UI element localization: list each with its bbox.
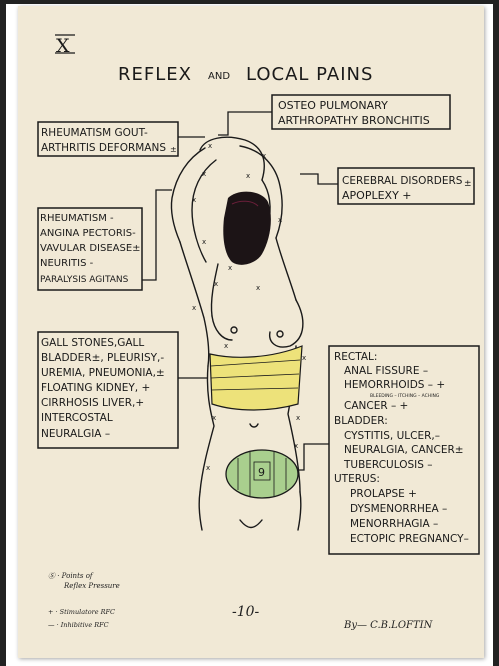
label-heart-3: VAVULAR DISEASE±: [40, 243, 141, 254]
label-rheum-sign: ±: [170, 145, 177, 154]
label-gall-6: INTERCOSTAL: [41, 412, 113, 424]
label-rectal-3: CANCER – +: [344, 400, 408, 412]
label-bladder-3: TUBERCULOSIS –: [343, 459, 432, 471]
label-uterus-head: UTERUS:: [334, 473, 380, 485]
svg-text:x: x: [246, 172, 250, 180]
author-signature: By— C.B.LOFTIN: [343, 620, 434, 631]
legend-points-2: Reflex Pressure: [63, 582, 120, 590]
leader-osteo: [218, 112, 272, 135]
label-cerebral-sign: ±: [464, 179, 472, 189]
title-reflex: REFLEX: [118, 64, 192, 85]
svg-text:x: x: [208, 142, 212, 150]
legend-plus: + · Stimulatore RFC: [48, 608, 115, 616]
leader-cerebral: [300, 174, 338, 184]
label-gall-1: GALL STONES,GALL: [41, 337, 144, 349]
right-nipple: [277, 331, 283, 337]
legend-minus: — · Inhibitive RFC: [48, 621, 109, 629]
left-breast: [212, 316, 232, 340]
zone-number: 9: [258, 466, 265, 479]
label-cerebral-2: APOPLEXY +: [342, 189, 412, 202]
reflex-point-marks: x x x x x x x x x x x x x x x x x: [192, 142, 306, 472]
label-bladder-head: BLADDER:: [334, 415, 388, 427]
label-rectal-2: HEMORRHOIDS – +: [344, 379, 445, 391]
groin-curve: [240, 520, 262, 528]
neck-left: [211, 264, 218, 316]
label-uterus-2: DYSMENORRHEA –: [350, 503, 447, 515]
label-gall-7: NEURALGIA –: [41, 428, 110, 440]
yellow-zone: [210, 346, 302, 410]
page-number: -10-: [232, 604, 260, 620]
leader-heart: [142, 190, 172, 280]
label-bladder-2: NEURALGIA, CANCER±: [344, 444, 464, 456]
right-breast: [270, 300, 303, 347]
legend-points: Ⓢ · Points of: [48, 572, 94, 580]
title-local-pains: LOCAL PAINS: [246, 64, 373, 85]
svg-text:x: x: [294, 442, 298, 450]
label-heart-2: ANGINA PECTORIS-: [40, 228, 136, 239]
svg-text:x: x: [278, 216, 282, 224]
roman-numeral: X: [56, 35, 70, 57]
label-rectal-note: BLEEDING – ITCHING – ACHING: [370, 393, 440, 399]
label-cerebral-1: CEREBRAL DISORDERS: [342, 175, 463, 187]
label-bladder-1: CYSTITIS, ULCER,–: [344, 430, 440, 442]
label-heart-1: RHEUMATISM -: [40, 213, 114, 224]
svg-text:x: x: [224, 342, 228, 350]
left-arm-outer: [171, 148, 205, 242]
svg-text:x: x: [212, 414, 216, 422]
svg-text:x: x: [214, 280, 218, 288]
svg-text:x: x: [256, 284, 260, 292]
label-gall-2: BLADDER±, PLEURISY,-: [41, 352, 164, 364]
left-thigh: [199, 492, 202, 530]
label-heart-4: NEURITIS -: [40, 258, 94, 269]
label-rectal-1: ANAL FISSURE –: [344, 365, 428, 377]
label-rheum-1: RHEUMATISM GOUT-: [41, 127, 148, 139]
head-silhouette: [223, 192, 271, 265]
svg-text:x: x: [202, 170, 206, 178]
svg-text:x: x: [228, 264, 232, 272]
label-osteo-2: ARTHROPATHY BRONCHITIS: [278, 114, 430, 127]
label-uterus-4: ECTOPIC PREGNANCY–: [350, 533, 469, 545]
left-nipple: [231, 327, 237, 333]
navel: [250, 424, 258, 427]
svg-text:x: x: [202, 238, 206, 246]
label-gall-4: FLOATING KIDNEY, +: [41, 382, 150, 394]
label-gall-5: CIRRHOSIS LIVER,+: [41, 397, 144, 409]
label-gall-3: UREMIA, PNEUMONIA,±: [41, 367, 165, 379]
label-heart-5: PARALYSIS AGITANS: [40, 275, 129, 285]
label-osteo-1: OSTEO PULMONARY: [278, 99, 388, 112]
label-rheum-2: ARTHRITIS DEFORMANS: [41, 142, 166, 154]
svg-text:x: x: [206, 464, 210, 472]
svg-text:x: x: [302, 354, 306, 362]
svg-text:x: x: [192, 196, 196, 204]
svg-text:x: x: [262, 152, 266, 160]
svg-text:x: x: [192, 304, 196, 312]
right-thigh: [298, 492, 301, 530]
title-and: AND: [208, 71, 230, 82]
right-shoulder: [276, 238, 296, 300]
svg-text:x: x: [296, 414, 300, 422]
label-uterus-1: PROLAPSE +: [350, 488, 417, 500]
label-uterus-3: MENORRHAGIA –: [350, 518, 438, 530]
label-rectal-head: RECTAL:: [334, 351, 377, 363]
